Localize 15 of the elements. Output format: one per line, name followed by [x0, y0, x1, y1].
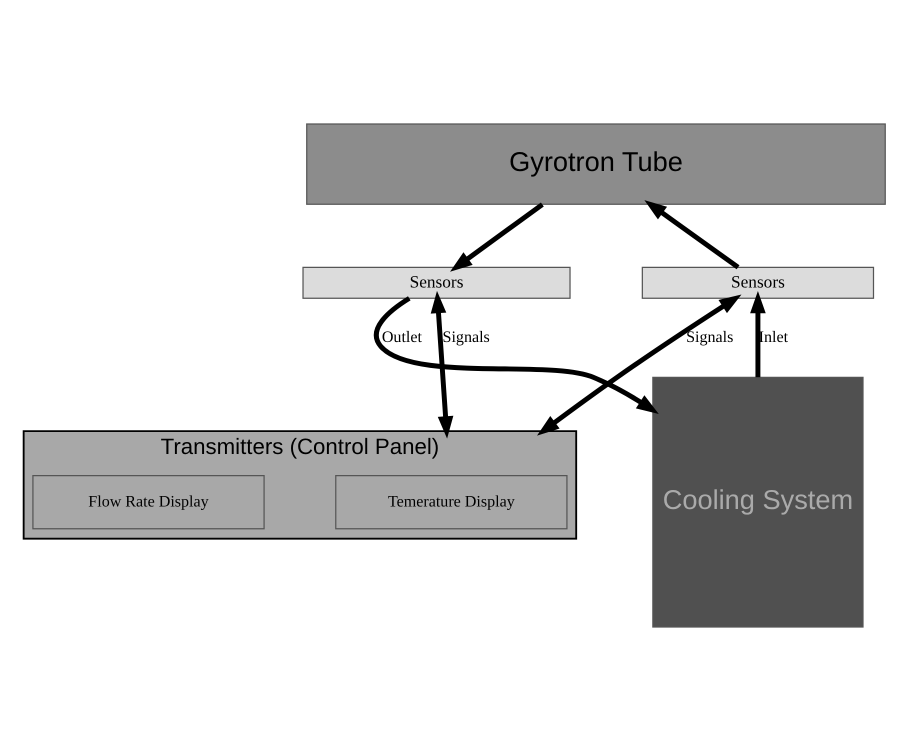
edge-label: Signals: [442, 328, 490, 346]
arrow: [450, 202, 544, 272]
arrow: [430, 290, 454, 438]
node-box: Sensors: [642, 266, 874, 298]
arrow: [750, 290, 766, 377]
arrow: [374, 296, 659, 414]
node-box: Flow Rate Display: [32, 474, 265, 529]
arrow: [644, 200, 740, 269]
edge-label: Signals: [686, 328, 734, 346]
node-box: Temerature Display: [335, 474, 568, 529]
node-box: Gyrotron Tube: [306, 122, 886, 204]
arrow: [537, 294, 742, 436]
edge-label: Outlet: [382, 328, 422, 346]
node-box: Sensors: [302, 266, 571, 298]
node-box: Cooling System: [652, 376, 864, 628]
